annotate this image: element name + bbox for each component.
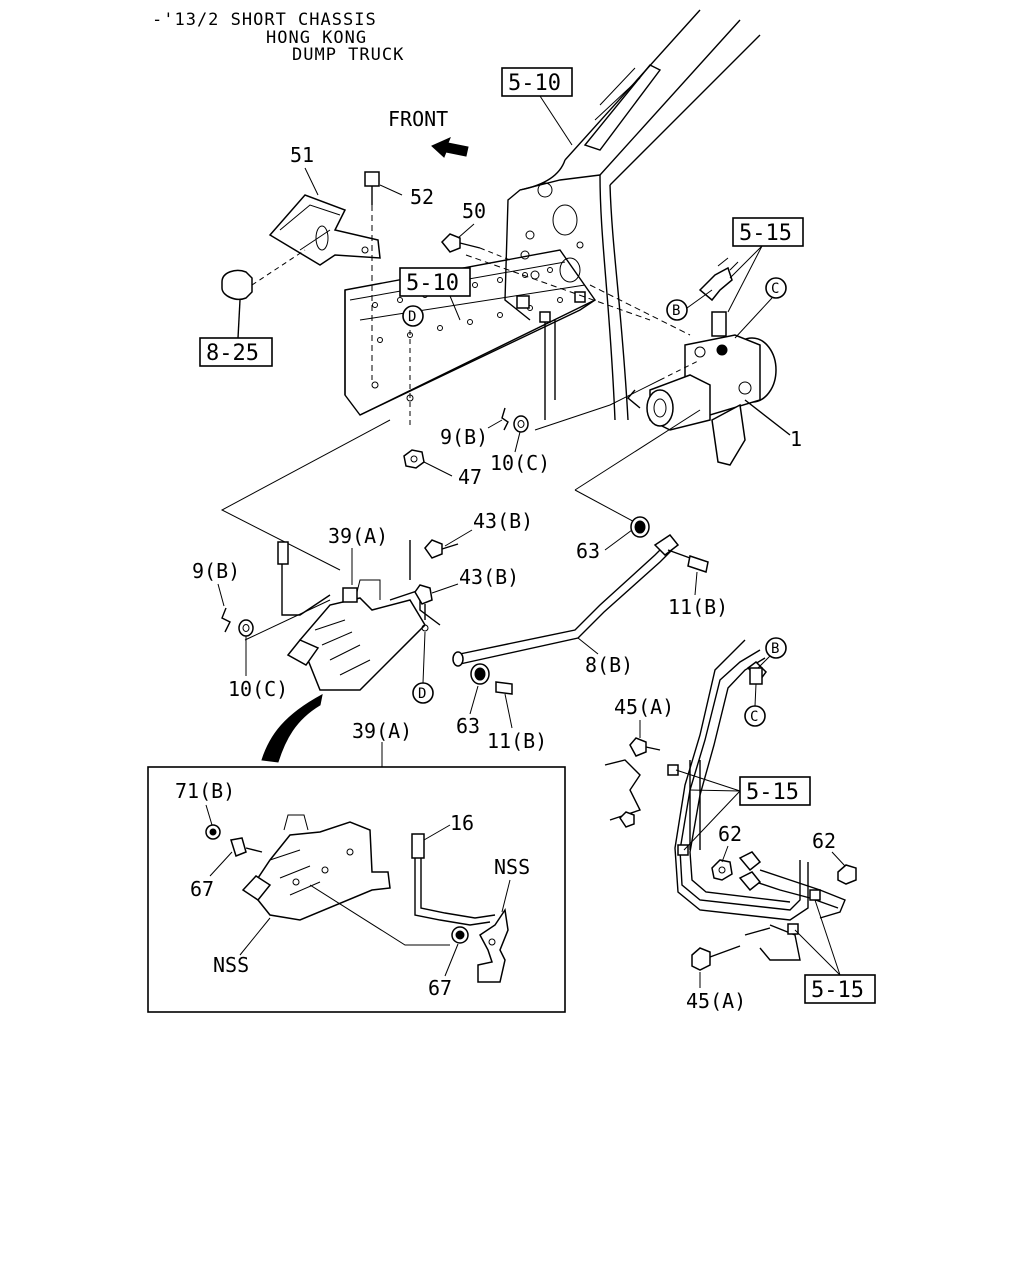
part-labels: 51 52 50 1 9(B) 10(C) 47 43(B) 43(B) 39(… bbox=[192, 143, 846, 1013]
detail-label-67-left: 67 bbox=[190, 877, 214, 901]
detail-label-nss-right: NSS bbox=[494, 855, 530, 879]
part-51-bracket bbox=[268, 194, 381, 266]
svg-text:C: C bbox=[750, 709, 758, 725]
bushing-63-upper-icon bbox=[630, 516, 650, 538]
ref-box-pipe-mid[interactable]: 5-15 bbox=[675, 769, 811, 851]
marker-d-upper: D bbox=[402, 305, 424, 327]
detail-bushing-67-left-icon bbox=[230, 837, 263, 857]
svg-text:5-15: 5-15 bbox=[739, 221, 792, 246]
svg-text:D: D bbox=[418, 686, 426, 702]
label-63-upper: 63 bbox=[576, 539, 600, 563]
nut-62-left-icon bbox=[711, 859, 733, 881]
ref-box-pipe-bottom[interactable]: 5-15 bbox=[794, 899, 876, 1004]
pin-11b-upper-icon bbox=[667, 549, 709, 573]
front-indicator: FRONT bbox=[388, 107, 469, 158]
detail-clip-71b-icon bbox=[205, 824, 221, 840]
detail-label-16: 16 bbox=[450, 811, 474, 835]
pin-11b-lower-icon bbox=[495, 681, 513, 695]
detail-title: 39(A) bbox=[352, 719, 412, 743]
label-8b: 8(B) bbox=[585, 653, 633, 677]
label-10c-left: 10(C) bbox=[228, 677, 288, 701]
label-45a-lower: 45(A) bbox=[686, 989, 746, 1013]
bolt-50-icon bbox=[440, 233, 511, 261]
label-52: 52 bbox=[410, 185, 434, 209]
detail-nss-bracket bbox=[477, 907, 509, 983]
svg-text:5-10: 5-10 bbox=[406, 271, 459, 296]
svg-text:5-15: 5-15 bbox=[746, 780, 799, 805]
marker-c-upper: C bbox=[734, 277, 787, 339]
bolt-43b-b-icon bbox=[414, 584, 433, 620]
svg-text:5-10: 5-10 bbox=[508, 71, 561, 96]
ref-box-frame-top[interactable]: 5-10 bbox=[501, 67, 573, 146]
header: -'13/2 SHORT CHASSIS HONG KONG DUMP TRUC… bbox=[152, 10, 404, 65]
ref-box-pipe-top[interactable]: 5-15 bbox=[727, 217, 804, 313]
label-43b-a: 43(B) bbox=[473, 509, 533, 533]
header-line-3: DUMP TRUCK bbox=[292, 45, 404, 65]
label-63-lower: 63 bbox=[456, 714, 480, 738]
detail-label-71b: 71(B) bbox=[175, 779, 235, 803]
label-43b-b: 43(B) bbox=[459, 565, 519, 589]
ref-box-bolt[interactable]: 8-25 bbox=[199, 337, 273, 367]
bolt-43b-a-icon bbox=[424, 539, 459, 559]
marker-b-upper: B bbox=[666, 289, 713, 321]
svg-text:8-25: 8-25 bbox=[206, 341, 259, 366]
fitting-icon bbox=[698, 257, 739, 337]
label-9b-left: 9(B) bbox=[192, 559, 240, 583]
marker-c-lower: C bbox=[744, 683, 766, 727]
label-45a-upper: 45(A) bbox=[614, 695, 674, 719]
label-11b-upper: 11(B) bbox=[668, 595, 728, 619]
detail-label-nss-left: NSS bbox=[213, 953, 249, 977]
label-47: 47 bbox=[458, 465, 482, 489]
svg-text:D: D bbox=[408, 309, 416, 325]
clip-9b-left-icon bbox=[221, 607, 231, 633]
detail-rod-16 bbox=[411, 833, 496, 926]
pipe-fittings-icon bbox=[738, 661, 767, 892]
label-51: 51 bbox=[290, 143, 314, 167]
bolt-45a-lower-icon bbox=[691, 945, 741, 971]
label-62-left: 62 bbox=[718, 822, 742, 846]
label-39a-main: 39(A) bbox=[328, 524, 388, 548]
detail-label-67-bottom: 67 bbox=[428, 976, 452, 1000]
bolt-52-icon bbox=[364, 171, 380, 380]
label-62-right: 62 bbox=[812, 829, 836, 853]
front-label: FRONT bbox=[388, 107, 448, 131]
marker-d-lower: D bbox=[412, 631, 434, 704]
bushing-63-lower-icon bbox=[470, 663, 490, 685]
detail-box: 39(A) bbox=[147, 719, 566, 1013]
marker-b-lower: B bbox=[749, 637, 787, 685]
knob-icon bbox=[221, 249, 306, 339]
header-line-1: -'13/2 SHORT CHASSIS bbox=[152, 10, 377, 30]
clip-9b-upper-icon bbox=[501, 407, 509, 431]
nut-62-right-icon bbox=[837, 864, 857, 885]
label-50: 50 bbox=[462, 199, 486, 223]
label-1: 1 bbox=[790, 427, 802, 451]
pipe-assembly bbox=[667, 639, 846, 961]
detail-bushing-67-bottom-icon bbox=[451, 926, 469, 944]
label-9b-upper: 9(B) bbox=[440, 425, 488, 449]
nut-47-icon bbox=[403, 449, 425, 469]
frame-rail bbox=[344, 249, 597, 416]
chassis-frame bbox=[504, 9, 761, 421]
svg-text:B: B bbox=[672, 303, 680, 319]
ref-box-frame-rail[interactable]: 5-10 bbox=[399, 267, 471, 321]
detail-pointer-icon bbox=[261, 694, 323, 763]
washer-10c-upper-icon bbox=[513, 415, 529, 433]
label-11b-lower: 11(B) bbox=[487, 729, 547, 753]
rod-8b bbox=[452, 533, 680, 667]
svg-text:C: C bbox=[771, 281, 779, 297]
part-39a-assembly bbox=[277, 540, 441, 691]
bolt-45a-upper-icon bbox=[629, 737, 661, 757]
bolt-bracket-icon bbox=[619, 811, 635, 828]
svg-text:B: B bbox=[771, 641, 779, 657]
pipe-bracket bbox=[604, 759, 641, 821]
header-line-2: HONG KONG bbox=[266, 28, 367, 48]
svg-text:5-15: 5-15 bbox=[811, 978, 864, 1003]
front-arrow-icon bbox=[431, 137, 469, 158]
leader-lines bbox=[220, 254, 701, 641]
part-1-actuator bbox=[627, 334, 791, 466]
washer-10c-left-icon bbox=[238, 619, 254, 637]
label-10c-upper: 10(C) bbox=[490, 451, 550, 475]
